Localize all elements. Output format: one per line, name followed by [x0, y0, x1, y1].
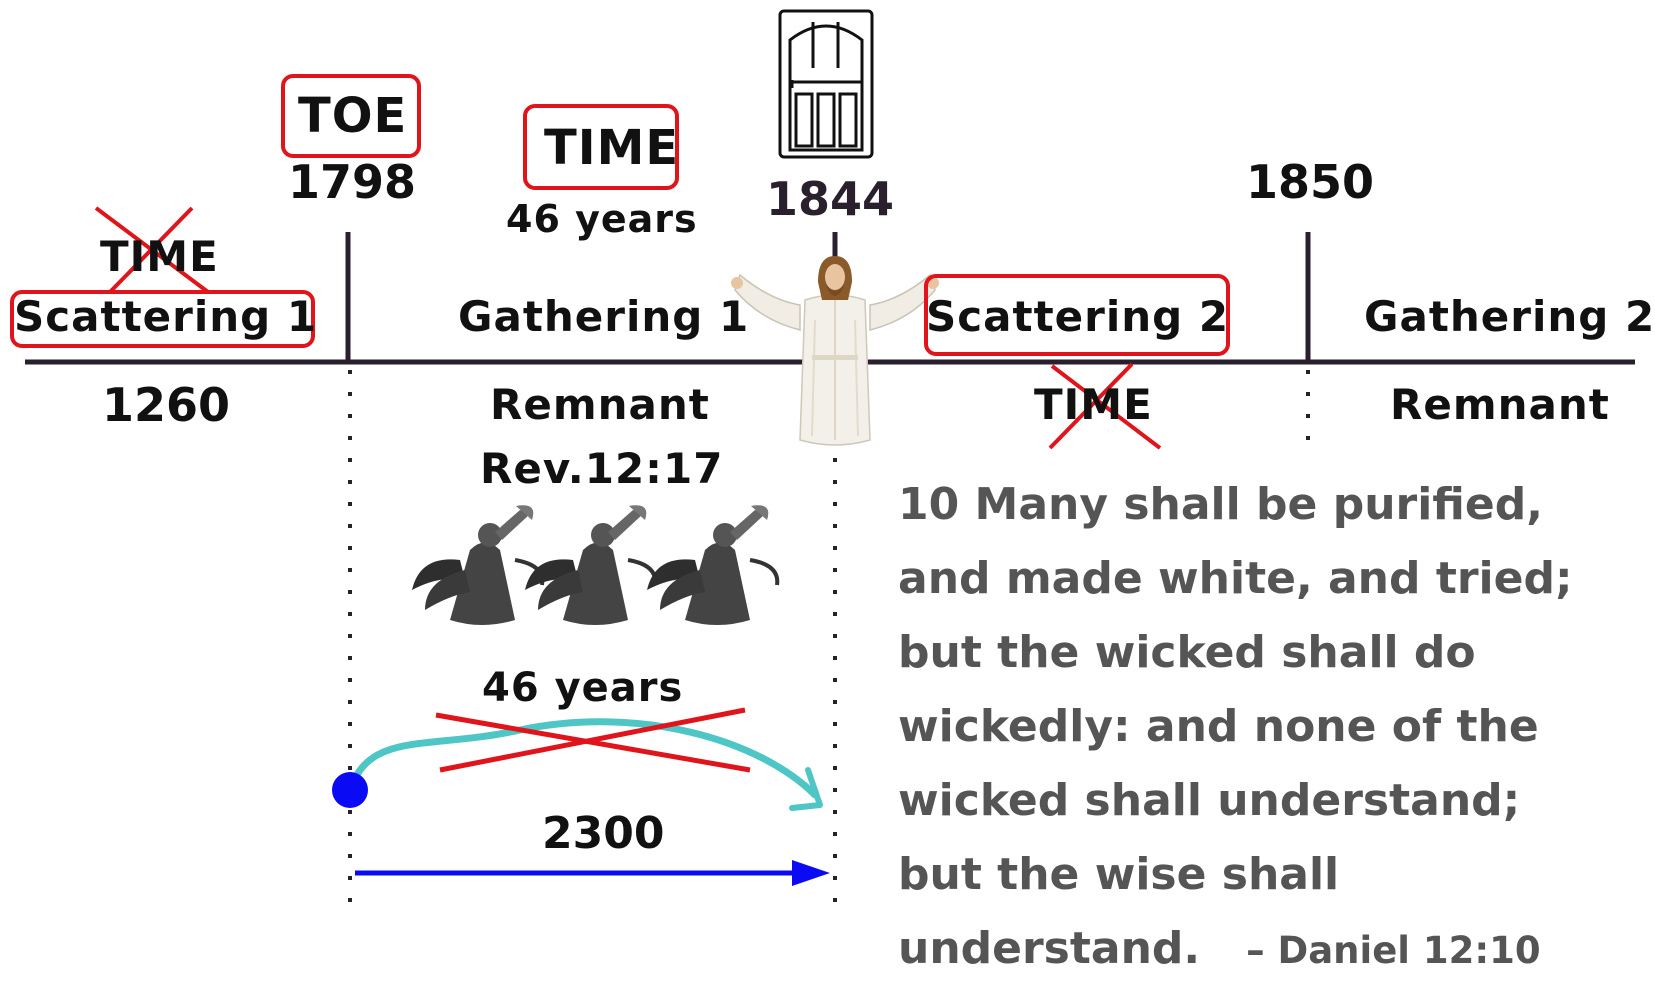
cross-out-mark-2 [1048, 362, 1162, 450]
teal-arrowhead [789, 767, 823, 811]
time-crossed-label-2: TIME [1034, 380, 1153, 429]
gathering-2-label: Gathering 2 [1364, 292, 1655, 341]
remnant-label-2: Remnant [1390, 380, 1610, 429]
year-1850: 1850 [1246, 155, 1375, 209]
toe-label: TOE [298, 88, 408, 144]
year-1798: 1798 [288, 155, 417, 209]
jesus-figure-icon [731, 256, 939, 446]
start-dot [332, 772, 368, 808]
teal-arc-arrow [346, 718, 819, 799]
door-icon [778, 9, 874, 159]
verse-block: 10 Many shall be purified, and made whit… [898, 468, 1618, 988]
scattering-1-label: Scattering 1 [14, 292, 318, 341]
forty-six-years-bottom: 46 years [482, 665, 684, 711]
rev-reference: Rev.12:17 [480, 444, 724, 493]
time-crossed-label-1: TIME [100, 232, 219, 281]
year-2300: 2300 [542, 808, 665, 859]
arrow-2300-head [792, 860, 830, 886]
scattering-2-label: Scattering 2 [926, 292, 1230, 341]
cross-out-arc [435, 707, 751, 773]
remnant-label-1: Remnant [490, 380, 710, 429]
time-label: TIME [544, 120, 680, 176]
year-1844: 1844 [766, 172, 895, 226]
timeline-graphics [25, 9, 1635, 914]
year-1260: 1260 [102, 378, 231, 432]
verse-reference: – Daniel 12:10 [1246, 929, 1541, 972]
trumpet-angel-icon [412, 505, 780, 625]
forty-six-years-top: 46 years [506, 197, 698, 241]
cross-out-mark-1 [94, 206, 210, 294]
time-box [523, 104, 679, 190]
toe-box [281, 74, 421, 158]
scattering-2-box [924, 274, 1230, 356]
gathering-1-label: Gathering 1 [458, 292, 750, 341]
scattering-1-box [10, 290, 315, 348]
verse-text: 10 Many shall be purified, and made whit… [898, 479, 1573, 974]
